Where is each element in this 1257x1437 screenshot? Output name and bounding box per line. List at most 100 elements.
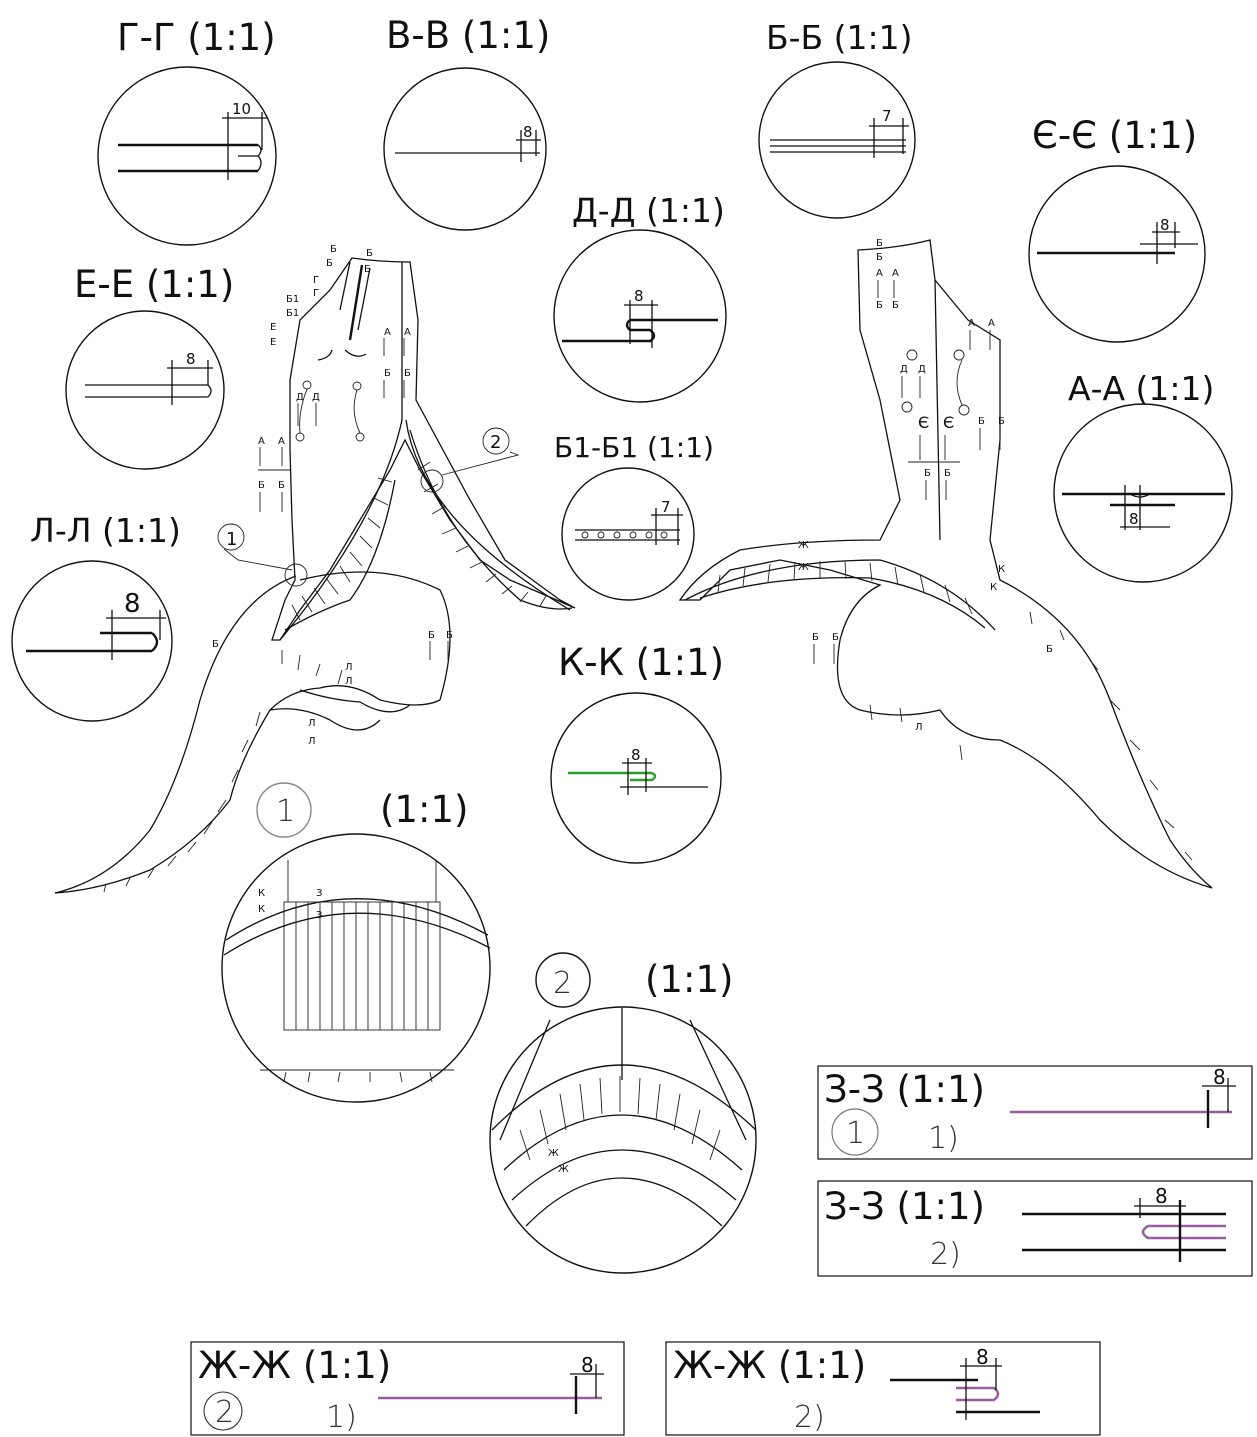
detail-2-number: 2 xyxy=(553,966,572,1001)
section-title-dd: Д-Д (1:1) xyxy=(572,191,725,230)
section-marker: К xyxy=(998,564,1005,575)
detail2-scale: (1:1) xyxy=(645,958,733,1001)
section-detail-ll: 8 xyxy=(11,560,173,722)
section-title-gg: Г-Г (1:1) xyxy=(117,16,276,59)
section-marker: Л xyxy=(345,662,353,673)
section-title-zhzh1: Ж-Ж (1:1) xyxy=(198,1344,391,1387)
section-marker: Б xyxy=(876,252,883,263)
section-marker: Г xyxy=(313,288,319,299)
detail-1: 1 КК ЗЗ xyxy=(221,782,491,1103)
section-marker: Б1 xyxy=(286,294,299,305)
section-marker: К xyxy=(258,904,265,915)
zz1-variant: 1) xyxy=(928,1121,959,1156)
section-marker: Ж xyxy=(558,1164,569,1175)
dim-zhzh2: 8 xyxy=(976,1345,989,1369)
section-marker: А xyxy=(988,318,995,329)
section-marker: Д xyxy=(296,392,304,403)
section-marker: Л xyxy=(345,676,353,687)
section-detail-kk: 8 xyxy=(550,692,722,864)
section-marker: Б xyxy=(876,238,883,249)
section-marker: З xyxy=(316,888,322,899)
section-marker: А xyxy=(384,327,391,338)
dim-zhzh1: 8 xyxy=(581,1353,594,1377)
section-title-ll: Л-Л (1:1) xyxy=(30,511,181,550)
dim-ll: 8 xyxy=(124,589,141,619)
section-box-zhzh-2: Ж-Ж (1:1) 2) 8 xyxy=(665,1341,1101,1436)
section-marker: Б xyxy=(428,630,435,641)
zhzh2-variant: 2) xyxy=(794,1400,825,1435)
section-detail-gg: 10 xyxy=(97,66,277,246)
zhzh1-detail-number: 2 xyxy=(215,1395,234,1430)
section-detail-dd: 8 xyxy=(553,229,727,403)
dim-vv: 8 xyxy=(523,123,533,141)
section-marker: А xyxy=(968,318,975,329)
section-box-zz-2: З-З (1:1) 2) 8 xyxy=(817,1180,1253,1277)
section-marker: Б xyxy=(212,639,219,650)
dim-zz2: 8 xyxy=(1155,1184,1168,1208)
section-marker: Б xyxy=(384,368,391,379)
section-marker: Е xyxy=(270,322,276,333)
detail-1-number: 1 xyxy=(276,794,295,829)
section-marker: Б xyxy=(330,244,337,255)
dim-ee: 8 xyxy=(186,350,196,368)
section-marker: Д xyxy=(900,364,908,375)
section-marker: А xyxy=(258,436,265,447)
zz1-detail-number: 1 xyxy=(846,1116,865,1151)
section-marker: З xyxy=(316,910,322,921)
section-marker: Б xyxy=(876,300,883,311)
section-marker: А xyxy=(876,268,883,279)
section-detail-bb: 7 xyxy=(758,61,916,219)
section-marker: Л xyxy=(308,718,316,729)
section-detail-vv: 8 xyxy=(383,67,547,231)
section-box-zhzh-1: Ж-Ж (1:1) 2 1) 8 xyxy=(190,1341,625,1436)
section-marker: Б xyxy=(364,264,371,275)
section-marker: Б xyxy=(258,480,265,491)
section-marker: Є xyxy=(943,413,954,432)
section-marker: Ж xyxy=(548,1148,559,1159)
section-marker: А xyxy=(404,327,411,338)
section-marker: А xyxy=(278,436,285,447)
callout-1-front: 1 xyxy=(226,529,237,550)
section-marker: Е xyxy=(270,337,276,348)
section-box-zz-1: З-З (1:1) 1 1) 8 xyxy=(817,1065,1253,1160)
section-marker: К xyxy=(990,582,997,593)
dim-kk: 8 xyxy=(631,746,641,764)
section-marker: Б xyxy=(366,248,373,259)
section-detail-ee-ua: 8 xyxy=(1028,165,1206,343)
section-marker: Ж xyxy=(798,540,809,551)
section-marker: Б xyxy=(812,632,819,643)
section-marker: Б xyxy=(924,468,931,479)
section-title-ee: Е-Е (1:1) xyxy=(74,263,234,306)
dim-bb: 7 xyxy=(882,107,892,125)
section-marker: Б xyxy=(978,416,985,427)
section-marker: Б xyxy=(278,480,285,491)
section-marker: Б xyxy=(1046,644,1053,655)
section-marker: К xyxy=(258,888,265,899)
section-marker: Б xyxy=(446,630,453,641)
dim-dd: 8 xyxy=(634,287,644,305)
section-marker: Л xyxy=(915,722,923,733)
section-marker: Б1 xyxy=(286,308,299,319)
section-marker: Б xyxy=(404,368,411,379)
section-title-zhzh2: Ж-Ж (1:1) xyxy=(673,1344,866,1387)
section-title-bb: Б-Б (1:1) xyxy=(766,18,913,57)
dim-b1b1: 7 xyxy=(661,498,671,516)
detail1-scale: (1:1) xyxy=(380,788,468,831)
dim-gg: 10 xyxy=(232,100,251,118)
section-marker: Б xyxy=(944,468,951,479)
section-title-zz2: З-З (1:1) xyxy=(824,1185,985,1228)
section-marker: Б xyxy=(892,300,899,311)
section-marker: Д xyxy=(918,364,926,375)
section-marker: Ж xyxy=(798,562,809,573)
section-detail-aa: 8 xyxy=(1053,403,1233,583)
callout-2-front: 2 xyxy=(490,432,501,453)
section-marker: Б xyxy=(326,258,333,269)
dim-aa: 8 xyxy=(1129,510,1139,528)
section-detail-ee: 8 xyxy=(65,310,225,470)
section-detail-b1b1: 7 xyxy=(561,467,695,601)
zhzh1-variant: 1) xyxy=(326,1400,357,1435)
section-title-zz1: З-З (1:1) xyxy=(824,1068,985,1111)
